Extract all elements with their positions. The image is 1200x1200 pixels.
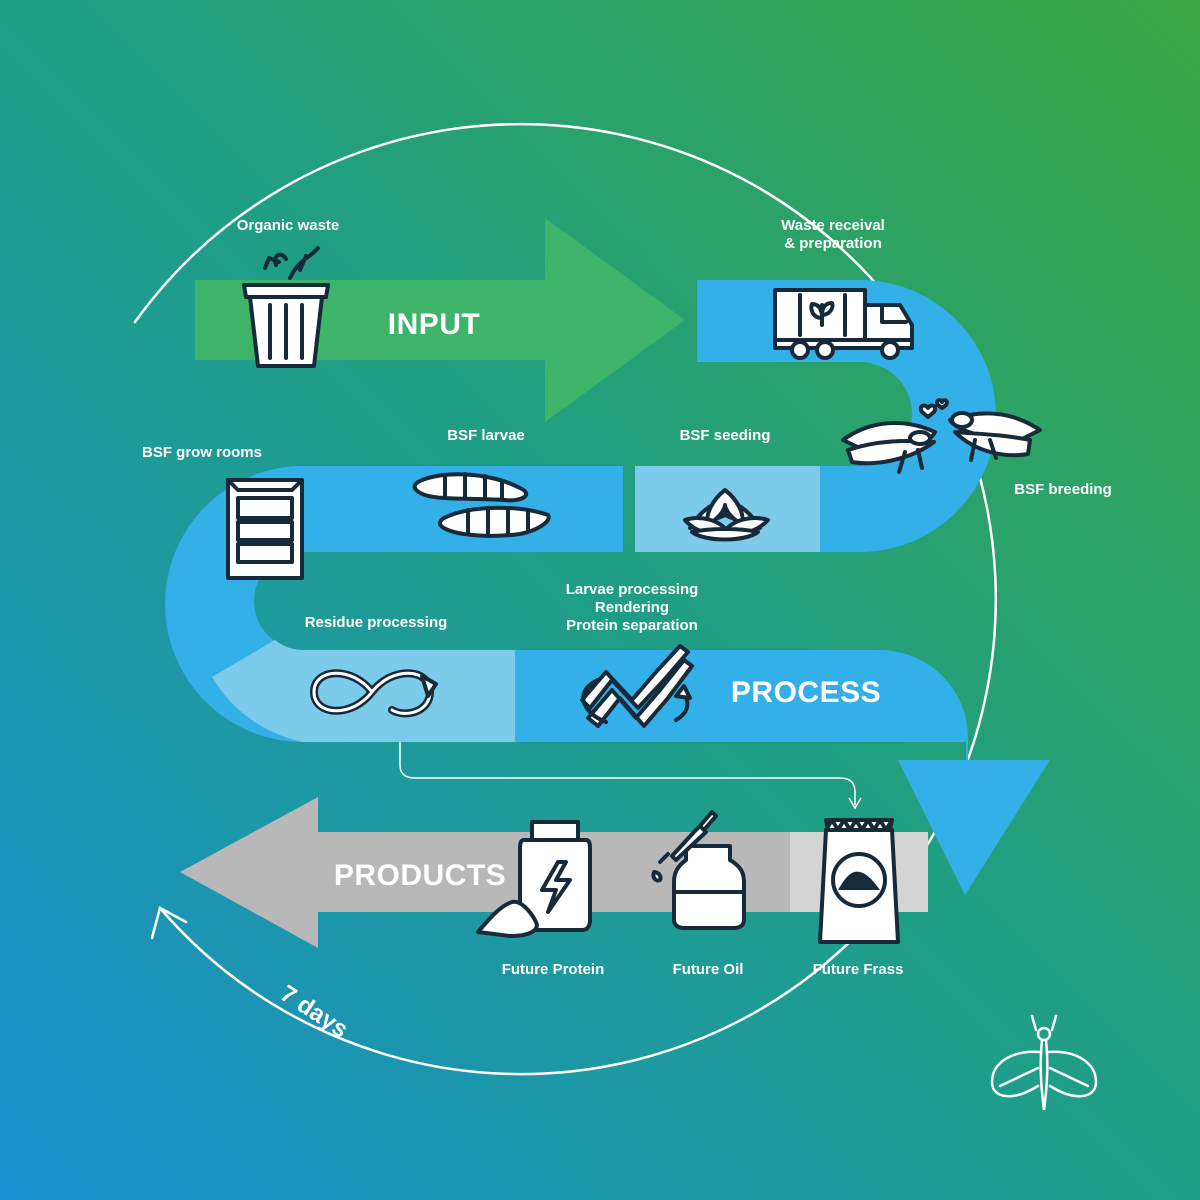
fly-logo-icon [990, 1014, 1098, 1111]
residue-band [303, 650, 515, 742]
grow-rooms-icon [226, 478, 304, 580]
bsf-larvae-label: BSF larvae [447, 427, 525, 444]
process-band-breeding [820, 466, 860, 552]
connector-arrowhead-icon [848, 797, 862, 810]
waste-receival-label-1: Waste receival [781, 217, 885, 234]
input-label: INPUT [388, 308, 481, 341]
future-oil-label: Future Oil [673, 961, 744, 978]
residue-band-wedge [212, 640, 303, 742]
future-protein-label: Future Protein [502, 961, 605, 978]
frass-bag-icon [818, 818, 900, 944]
larvae-processing-label-3: Protein separation [566, 617, 698, 634]
trash-can-icon [242, 246, 330, 368]
organic-waste-label: Organic waste [237, 217, 340, 234]
cycle-arrowhead-icon [150, 906, 188, 940]
larvae-processing-label-2: Rendering [595, 599, 669, 616]
larvae-icon [412, 472, 551, 538]
infinity-loop-icon [309, 669, 438, 718]
protein-tub-icon [476, 820, 592, 938]
oil-bottle-icon [651, 810, 746, 930]
process-label: PROCESS [731, 676, 881, 709]
input-arrow [195, 218, 685, 422]
connector-line [399, 742, 856, 805]
products-label: PRODUCTS [334, 859, 506, 892]
garbage-truck-icon [773, 288, 914, 360]
dna-helix-icon [580, 644, 694, 728]
residue-processing-label: Residue processing [305, 614, 448, 631]
bsf-grow-rooms-label: BSF grow rooms [142, 444, 262, 461]
cycle-circle [133, 122, 998, 1076]
breeding-flies-icon [841, 398, 1042, 474]
bsf-seeding-label: BSF seeding [680, 427, 771, 444]
future-frass-label: Future Frass [813, 961, 904, 978]
bsf-breeding-label: BSF breeding [1014, 481, 1112, 498]
larvae-processing-label-1: Larvae processing [566, 581, 699, 598]
seeding-plant-icon [683, 488, 770, 542]
waste-receival-label-2: & preparation [784, 235, 882, 252]
